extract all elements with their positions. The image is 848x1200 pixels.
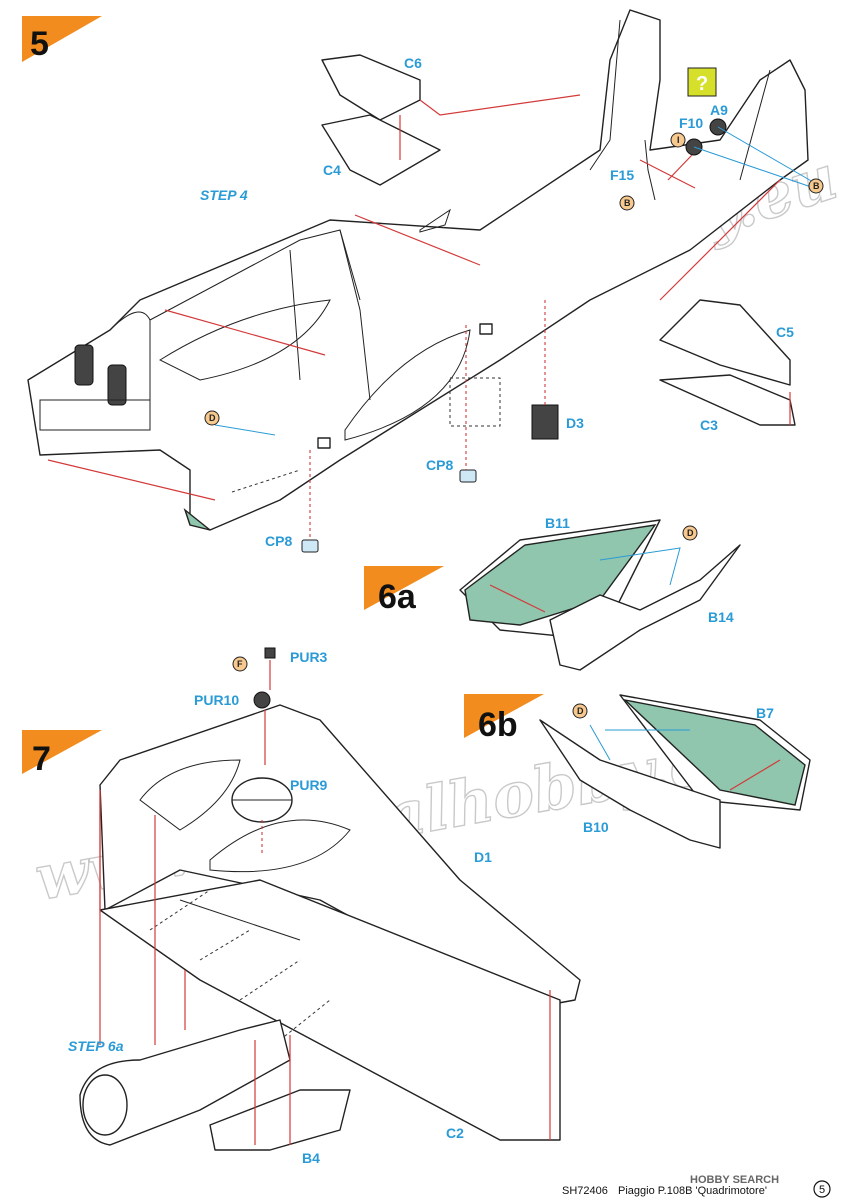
part-c4-shape (321, 114, 441, 186)
badge-b-1: B (619, 195, 635, 211)
label-pur9: PUR9 (290, 777, 328, 793)
label-d3: D3 (566, 415, 584, 431)
label-c4: C4 (323, 162, 341, 178)
step-6b-flag: 6b (464, 694, 544, 744)
part-cp8-a-shape (459, 469, 477, 483)
svg-text:D: D (577, 706, 584, 716)
svg-text:B: B (813, 181, 820, 191)
badge-b-2: B (808, 178, 824, 194)
part-pur3-shape (264, 647, 276, 659)
step-4-reference: STEP 4 (200, 187, 248, 203)
step-6a-flag: 6a (364, 566, 444, 616)
label-cp8-b: CP8 (265, 533, 292, 549)
svg-text:D: D (209, 413, 216, 423)
label-d1: D1 (474, 849, 492, 865)
stabilizer-c5-c3 (659, 299, 796, 426)
label-b10: B10 (583, 819, 609, 835)
step-6b-number: 6b (478, 706, 518, 744)
part-b14-shape (549, 544, 741, 671)
svg-text:F: F (237, 659, 243, 669)
footer-brand: HOBBY SEARCH (690, 1174, 779, 1186)
label-c6: C6 (404, 55, 422, 71)
wing-assembly (99, 647, 581, 1141)
label-f15: F15 (610, 167, 634, 183)
step-6a-reference: STEP 6a (68, 1038, 124, 1054)
cockpit-seats (39, 344, 151, 431)
svg-text:D: D (687, 528, 694, 538)
label-c2: C2 (446, 1125, 464, 1141)
footer: HOBBY SEARCH SH72406 Piaggio P.108B 'Qua… (562, 1174, 831, 1198)
label-cp8-a: CP8 (426, 457, 453, 473)
part-c5-shape (659, 299, 791, 386)
svg-text:I: I (677, 135, 680, 145)
page-number-circle (813, 1180, 831, 1198)
small-tail-parts: ? (639, 67, 821, 201)
label-b11: B11 (545, 515, 570, 531)
step-5-flag: 5 (22, 16, 102, 63)
badge-d-3: D (572, 703, 588, 719)
part-d3-vent (531, 300, 559, 440)
label-b4: B4 (302, 1150, 320, 1166)
badge-i-1: I (670, 132, 686, 148)
fuselage-green-panel (183, 507, 211, 531)
badge-d-1: D (204, 410, 220, 426)
nacelle-6a (459, 519, 741, 671)
part-pur10-shape (253, 691, 271, 709)
step-7-flag: 7 (22, 730, 102, 778)
label-pur10: PUR10 (194, 692, 239, 708)
part-d1-wing (99, 704, 581, 1011)
nacelle-6b-interior (622, 698, 806, 806)
engine-nacelle (79, 790, 551, 1151)
part-b10-shape (539, 719, 721, 849)
step-6a-number: 6a (378, 578, 417, 616)
label-a9: A9 (710, 102, 728, 118)
fuselage-assembly (27, 9, 809, 531)
part-cp8-b-shape (301, 539, 319, 553)
footer-title: Piaggio P.108B 'Quadrimotore' (618, 1185, 767, 1197)
label-b14: B14 (708, 609, 734, 625)
stabilizer-c6-c4 (321, 54, 581, 186)
fin-detail (589, 19, 621, 171)
footer-page: 5 (819, 1184, 825, 1196)
label-c5: C5 (776, 324, 794, 340)
label-b7: B7 (756, 705, 774, 721)
footer-code: SH72406 (562, 1185, 608, 1197)
label-c3: C3 (700, 417, 718, 433)
part-b4-shape (209, 1089, 351, 1151)
part-c3-shape (659, 374, 796, 426)
svg-text:B: B (624, 198, 631, 208)
step-5-number: 5 (30, 25, 49, 63)
label-pur3: PUR3 (290, 649, 328, 665)
label-f10: F10 (679, 115, 703, 131)
question-badge: ? (696, 73, 708, 95)
badge-f-1: F (232, 656, 248, 672)
badge-d-2: D (682, 525, 698, 541)
cockpit-frame (109, 229, 361, 420)
nacelle-6b (539, 694, 811, 849)
part-c2-wing (99, 879, 561, 1141)
step-7-number: 7 (32, 740, 51, 778)
